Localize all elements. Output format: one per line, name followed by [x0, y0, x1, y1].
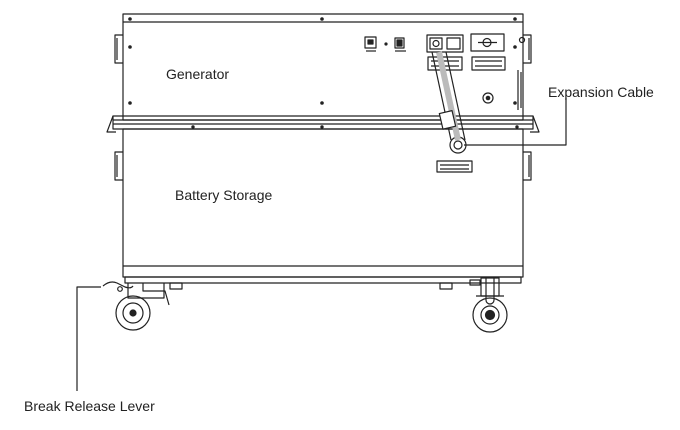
battery-label-plate	[436, 160, 473, 173]
port-icon-inner	[396, 39, 403, 47]
right-wheel-axle	[484, 309, 496, 321]
outlet-icon-inner	[367, 39, 374, 45]
generator-left-handle	[114, 34, 123, 64]
expansion-socket-inner	[453, 140, 463, 150]
expansion-cable-label: Expansion Cable	[548, 84, 654, 100]
battery-left-handle	[114, 151, 123, 181]
indicator-dot	[384, 42, 388, 46]
right-wheel-hub	[480, 305, 500, 325]
power-button	[482, 92, 494, 104]
right-caster-mount	[480, 277, 500, 297]
expansion-cable	[431, 51, 466, 141]
left-wheel-hub	[122, 302, 144, 324]
left-wheel-axle	[129, 309, 137, 317]
generator-label: Generator	[166, 66, 229, 82]
battery-right-handle	[523, 151, 532, 181]
left-clamp	[106, 115, 116, 133]
cable-clip	[438, 110, 457, 130]
brake-lever-leader	[76, 286, 101, 391]
expansion-cable-edge-right	[445, 51, 466, 141]
port-icon	[394, 37, 405, 49]
outlet-icon	[364, 36, 377, 49]
right-caster-stem	[485, 278, 495, 305]
left-wheel	[115, 295, 151, 331]
expansion-port-panel	[426, 34, 464, 53]
base-plate	[124, 276, 522, 284]
left-caster-fork	[142, 283, 170, 306]
battery-storage-label: Battery Storage	[175, 187, 272, 203]
expansion-port-left-socket	[432, 39, 440, 48]
right-caster-wheel	[472, 277, 508, 333]
chassis-base	[124, 276, 522, 290]
right-wheel	[472, 297, 508, 333]
generator-control-panel	[364, 33, 526, 104]
battery-storage-unit	[114, 128, 532, 278]
break-release-lever-label: Break Release Lever	[24, 398, 155, 414]
frame-screws	[191, 125, 519, 129]
terminal-panel	[470, 33, 505, 52]
base-foot-2	[439, 282, 453, 290]
base-foot-3	[469, 279, 481, 286]
expansion-port-left	[429, 37, 443, 50]
generator-right-handle	[523, 34, 532, 64]
expansion-port-right	[446, 37, 461, 50]
left-caster-wheel	[102, 281, 170, 331]
panel-screw-right	[518, 36, 526, 44]
brake-lever-pivot	[117, 286, 123, 292]
label-plate-right	[471, 56, 506, 71]
generator-vent	[517, 70, 522, 110]
right-clamp	[530, 115, 540, 133]
brake-release-lever	[102, 281, 134, 289]
base-foot-1	[169, 282, 183, 290]
power-button-center	[485, 95, 491, 101]
generator-screws	[128, 17, 517, 105]
expansion-cable-leader	[464, 98, 567, 146]
